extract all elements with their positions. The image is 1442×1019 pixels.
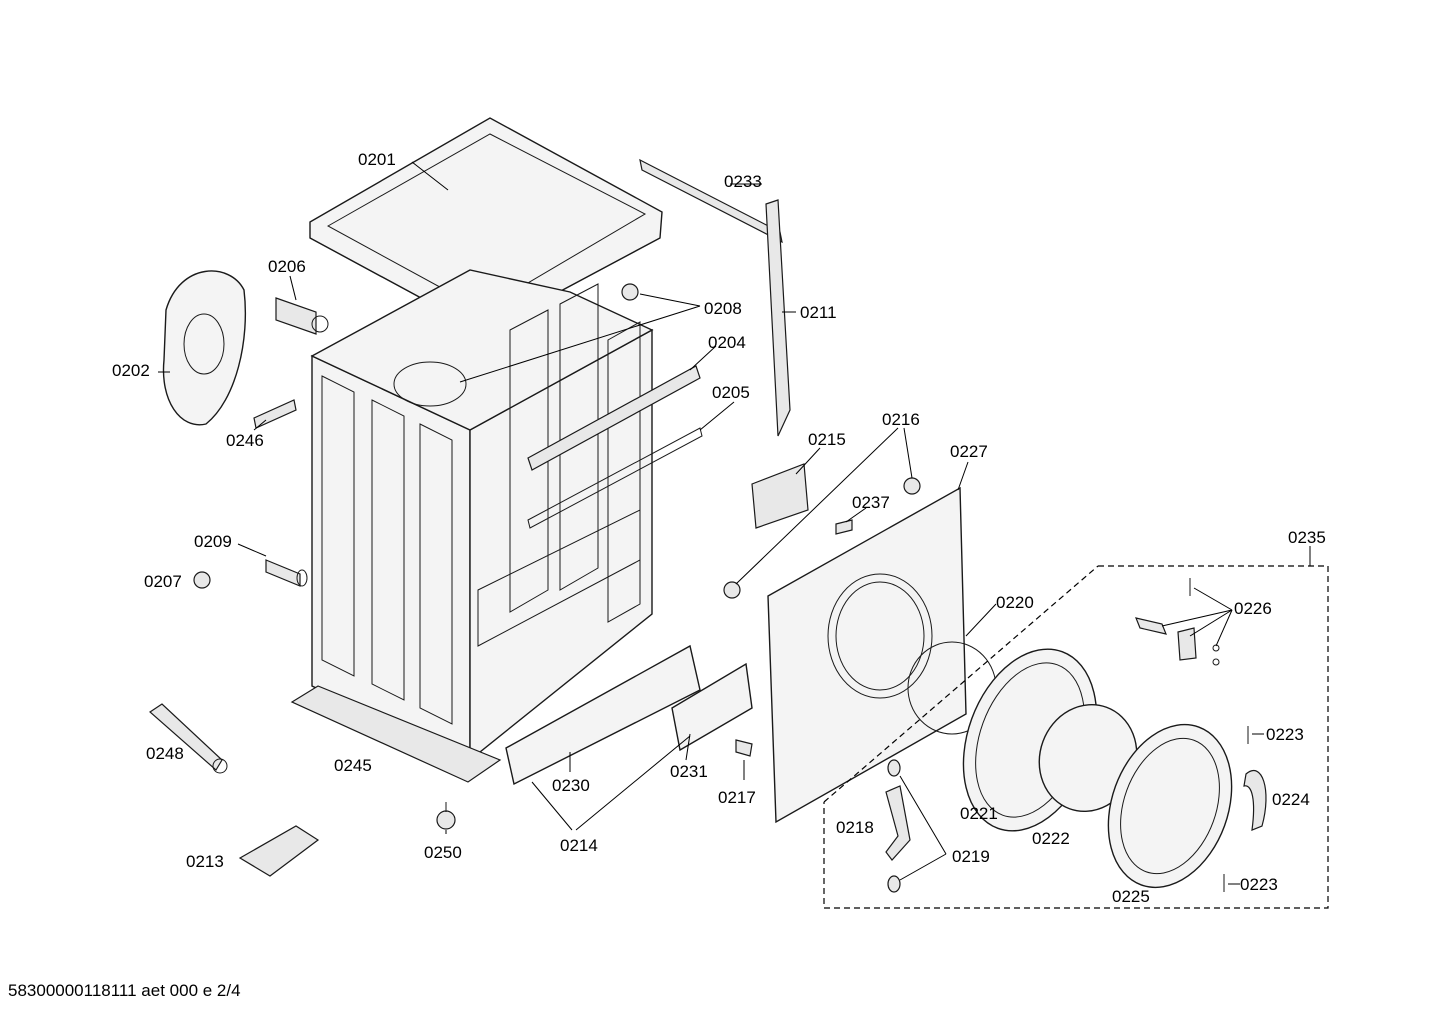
pin-part[interactable]	[735, 739, 753, 757]
label-0248: 0248	[146, 744, 184, 763]
foot-part[interactable]	[436, 802, 456, 830]
label-0221: 0221	[960, 804, 998, 823]
cap-part-0237[interactable]	[835, 519, 853, 535]
pin-part-0223[interactable]	[1223, 726, 1249, 892]
door-ring-outer-part[interactable]	[1087, 707, 1253, 905]
label-0218: 0218	[836, 818, 874, 837]
label-0207: 0207	[144, 572, 182, 591]
label-0245: 0245	[334, 756, 372, 775]
front-panel-part[interactable]	[767, 486, 967, 824]
label-0250: 0250	[424, 843, 462, 862]
handle-part[interactable]	[1243, 769, 1267, 831]
label-0222: 0222	[1032, 829, 1070, 848]
kick-panel-part[interactable]	[505, 644, 701, 786]
label-0215: 0215	[808, 430, 846, 449]
service-flap-part[interactable]	[671, 662, 753, 752]
damper-part-0209[interactable]	[265, 559, 308, 587]
label-0237: 0237	[852, 493, 890, 512]
clip-part-0216[interactable]	[723, 477, 921, 599]
label-0213: 0213	[186, 852, 224, 871]
label-0211: 0211	[800, 303, 837, 322]
label-0224: 0224	[1272, 790, 1310, 809]
label-0223-bottom: 0223	[1240, 875, 1278, 894]
label-0205: 0205	[712, 383, 750, 402]
label-0227: 0227	[950, 442, 988, 461]
label-0246: 0246	[226, 431, 264, 450]
label-0226: 0226	[1234, 599, 1272, 618]
document-footer-code: 58300000118111 aet 000 e 2/4	[8, 981, 241, 1000]
label-0223-top: 0223	[1266, 725, 1304, 744]
rail-part[interactable]	[639, 158, 783, 244]
bracket-part-0211[interactable]	[765, 199, 791, 437]
top-cover-part[interactable]	[309, 117, 663, 333]
label-0209: 0209	[194, 532, 232, 551]
label-0235: 0235	[1288, 528, 1326, 547]
label-0220: 0220	[996, 593, 1034, 612]
bush-part-0219[interactable]	[887, 759, 901, 893]
rear-panel-part[interactable]	[162, 270, 247, 426]
label-0202: 0202	[112, 361, 150, 380]
label-0225: 0225	[1112, 887, 1150, 906]
label-0231: 0231	[670, 762, 708, 781]
label-0206: 0206	[268, 257, 306, 276]
door-lock-part[interactable]	[751, 463, 809, 529]
cross-brace-part[interactable]	[527, 365, 703, 529]
hook-part-0218[interactable]	[885, 785, 911, 861]
door-kit-outline	[823, 546, 1329, 909]
label-0219: 0219	[952, 847, 990, 866]
leader-lines	[158, 161, 1264, 885]
clip-part-0208[interactable]	[621, 283, 639, 301]
bracket-part-0246[interactable]	[253, 399, 297, 429]
label-0216: 0216	[882, 410, 920, 429]
label-0208: 0208	[704, 299, 742, 318]
part-labels: 0201 0233 0206 0208 0211 0204 0202 0205 …	[112, 150, 1326, 906]
label-0217: 0217	[718, 788, 756, 807]
cabinet-body-part[interactable]	[310, 269, 654, 762]
transport-plate-part[interactable]	[238, 825, 320, 877]
label-0230: 0230	[552, 776, 590, 795]
pump-part-0206[interactable]	[275, 297, 329, 335]
base-plate-part[interactable]	[290, 685, 502, 783]
label-0201: 0201	[358, 150, 396, 169]
label-0233: 0233	[724, 172, 762, 191]
wrench-part[interactable]	[149, 703, 228, 774]
label-0214: 0214	[560, 836, 598, 855]
label-0204: 0204	[708, 333, 746, 352]
hinge-part-0226[interactable]	[1135, 578, 1220, 666]
cap-part-0207[interactable]	[193, 571, 211, 589]
